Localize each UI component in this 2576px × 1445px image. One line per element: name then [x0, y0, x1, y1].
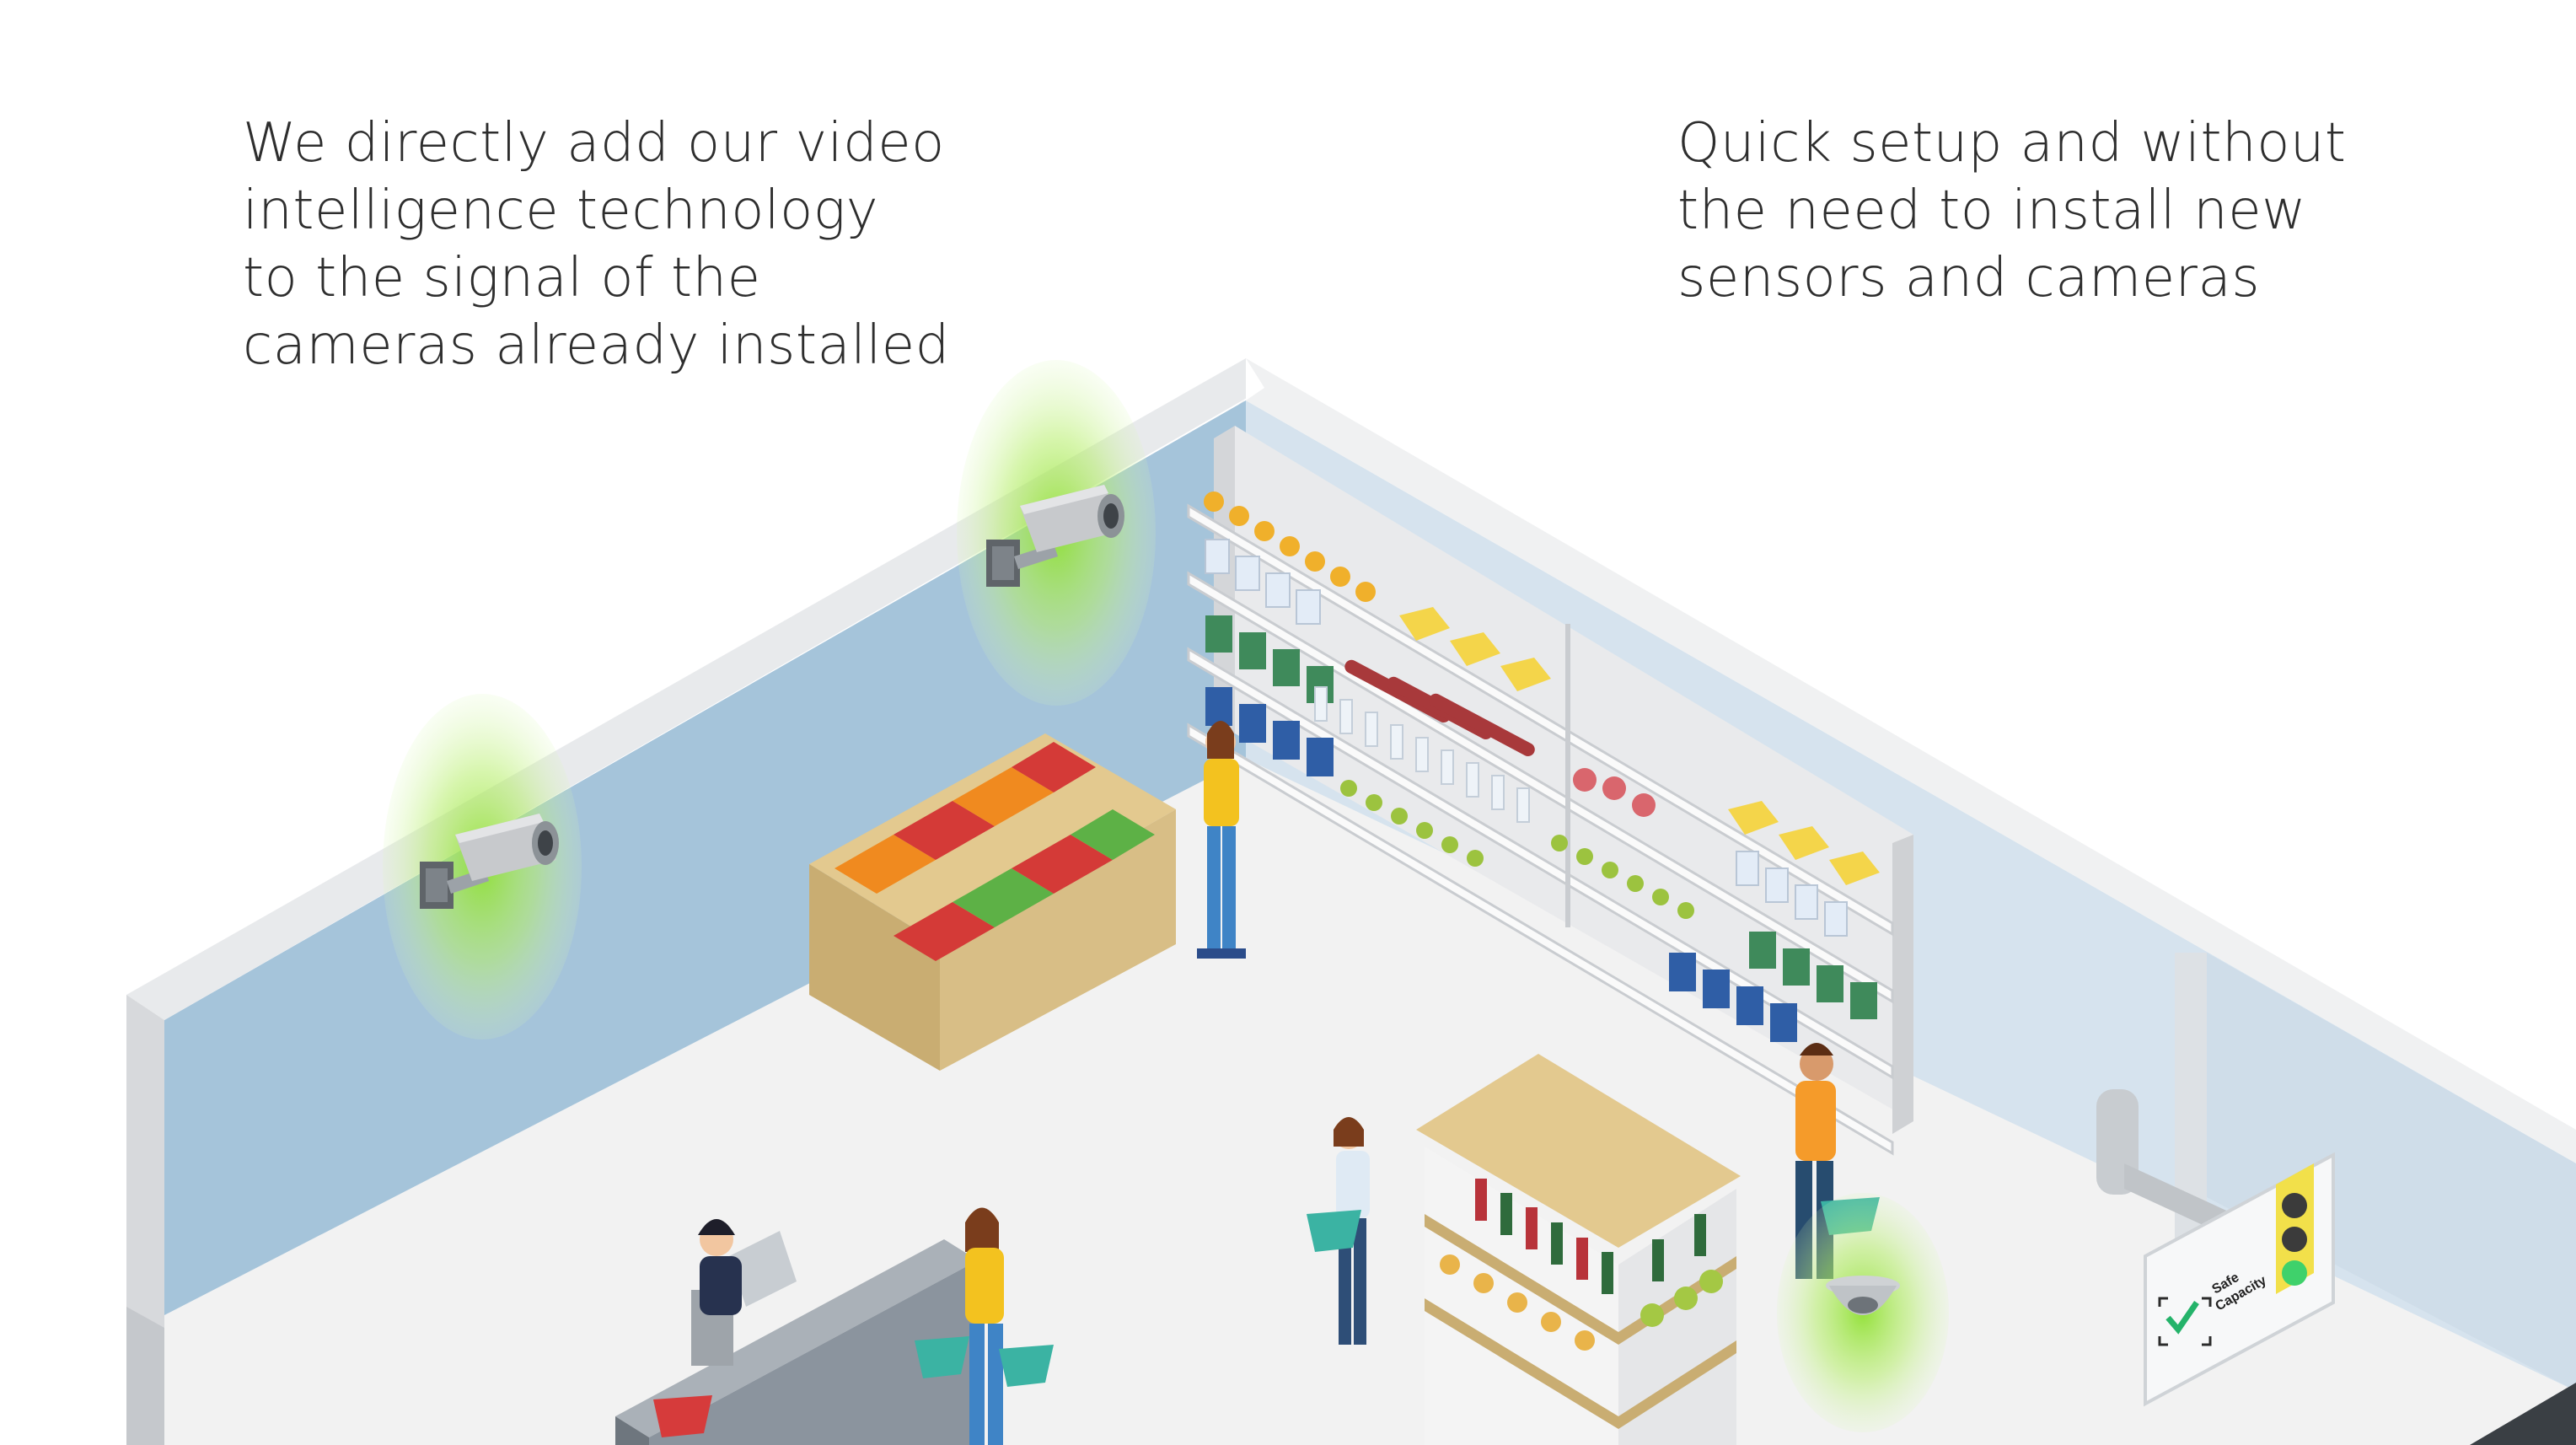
safe-capacity-display: Safe Capacity — [2096, 1089, 2335, 1407]
wine-gondola — [1416, 1054, 1741, 1445]
dome-camera-icon — [1777, 1193, 1949, 1432]
caption-left-line: cameras already installed — [243, 314, 950, 377]
traffic-light-icon — [2282, 1193, 2307, 1286]
shopping-basket — [653, 1395, 712, 1437]
produce-stand — [809, 733, 1176, 1071]
checkout-counter — [615, 1231, 978, 1445]
cctv-camera-icon — [957, 360, 1156, 706]
check-icon — [2158, 1297, 2212, 1346]
shopper-figures — [653, 721, 1880, 1445]
store-floor — [164, 400, 2576, 1445]
cctv-camera-icon — [383, 694, 582, 1039]
right-wall-rim — [1246, 358, 2576, 1163]
caption-right-line: the need to install new — [1677, 180, 2306, 242]
caption-left: We directly add our video intelligence t… — [243, 110, 950, 379]
caption-right-line: Quick setup and without — [1677, 112, 2347, 175]
caption-right-line: sensors and cameras — [1677, 247, 2261, 309]
caption-right: Quick setup and without the need to inst… — [1677, 110, 2347, 312]
caption-left-line: intelligence technology — [243, 180, 879, 242]
caption-left-line: to the signal of the — [243, 247, 761, 309]
shelf-goods — [1204, 492, 1880, 1042]
caption-left-line: We directly add our video — [243, 112, 945, 175]
